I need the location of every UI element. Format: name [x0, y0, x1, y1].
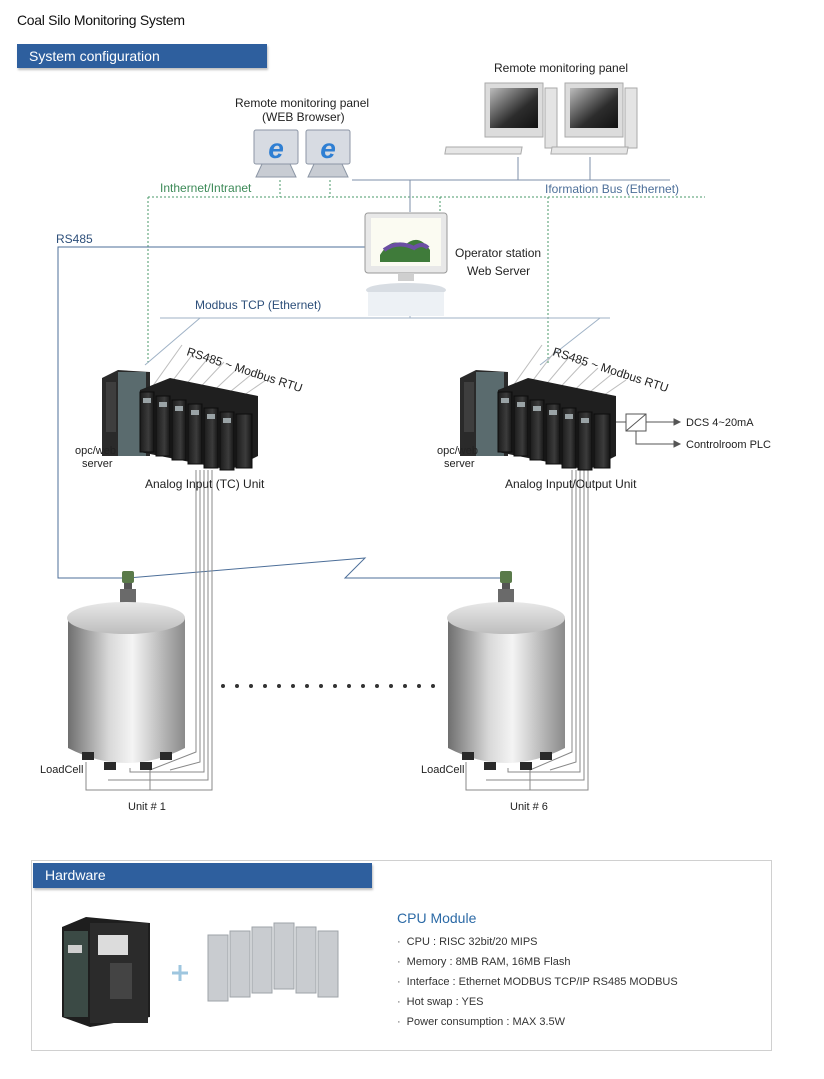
opc-web-left-label: opc/web [75, 445, 116, 457]
spec-item: Memory : 8MB RAM, 16MB Flash [397, 952, 678, 972]
web-server-label: Web Server [467, 264, 530, 278]
information-bus-label: Iformation Bus (Ethernet) [545, 182, 679, 196]
remote-panel-top-label: Remote monitoring panel [494, 61, 628, 75]
cpu-module-title: CPU Module [397, 910, 477, 926]
output-isolator [616, 413, 682, 448]
loadcell-left-label: LoadCell [40, 764, 83, 776]
information-bus-line [352, 157, 670, 212]
page-title: Coal Silo Monitoring System [17, 12, 185, 28]
plus-icon [172, 965, 188, 981]
system-configuration-banner: System configuration [17, 44, 267, 68]
unit-6-label: Unit # 6 [510, 801, 548, 813]
operator-station-label: Operator station [455, 246, 541, 260]
browser-icon-1: e [253, 129, 299, 178]
silo-unit-6 [447, 602, 565, 770]
opc-server-left-label: server [82, 458, 113, 470]
analog-input-tc-label: Analog Input (TC) Unit [145, 477, 265, 491]
controlroom-plc-label: Controlroom PLC [686, 439, 771, 451]
browser-icon-2: e [305, 129, 351, 178]
svg-text:e: e [268, 133, 284, 164]
silo-unit-1 [67, 602, 185, 770]
loadcell-right-label: LoadCell [421, 764, 464, 776]
system-configuration-diagram: Remote monitoring panel Remote monitorin… [40, 61, 771, 813]
cpu-spec-list: CPU : RISC 32bit/20 MIPS Memory : 8MB RA… [397, 932, 678, 1032]
hardware-banner: Hardware [33, 863, 372, 888]
internet-intranet-label: Inthernet/Intranet [160, 181, 252, 195]
spec-item: Interface : Ethernet MODBUS TCP/IP RS485… [397, 972, 678, 992]
analog-input-output-unit [497, 378, 616, 471]
signal-wires-right [465, 470, 589, 791]
cpu-module-image [62, 917, 150, 1027]
remote-panel-web-label: Remote monitoring panel [235, 96, 369, 110]
opc-server-right-label: server [444, 458, 475, 470]
modbus-tcp-label: Modbus TCP (Ethernet) [195, 298, 321, 312]
spec-item: CPU : RISC 32bit/20 MIPS [397, 932, 678, 952]
operator-station-monitor [364, 212, 448, 316]
rs485-label: RS485 [56, 232, 93, 246]
remote-panel-web-sublabel: (WEB Browser) [262, 110, 345, 124]
analog-input-tc-unit [139, 378, 258, 471]
spec-item: Hot swap : YES [397, 992, 678, 1012]
dcs-output-label: DCS 4~20mA [686, 417, 754, 429]
rs485-line [57, 246, 505, 579]
spec-item: Power consumption : MAX 3.5W [397, 1012, 678, 1032]
svg-text:e: e [320, 133, 336, 164]
analog-input-output-label: Analog Input/Output Unit [505, 477, 637, 491]
hardware-images [62, 917, 339, 1027]
io-modules-image [207, 922, 339, 1002]
continuation-dots [221, 684, 435, 688]
opc-web-right-label: opc/web [437, 445, 478, 457]
remote-monitoring-monitors [444, 82, 638, 155]
unit-1-label: Unit # 1 [128, 801, 166, 813]
signal-wires-left [85, 470, 213, 791]
